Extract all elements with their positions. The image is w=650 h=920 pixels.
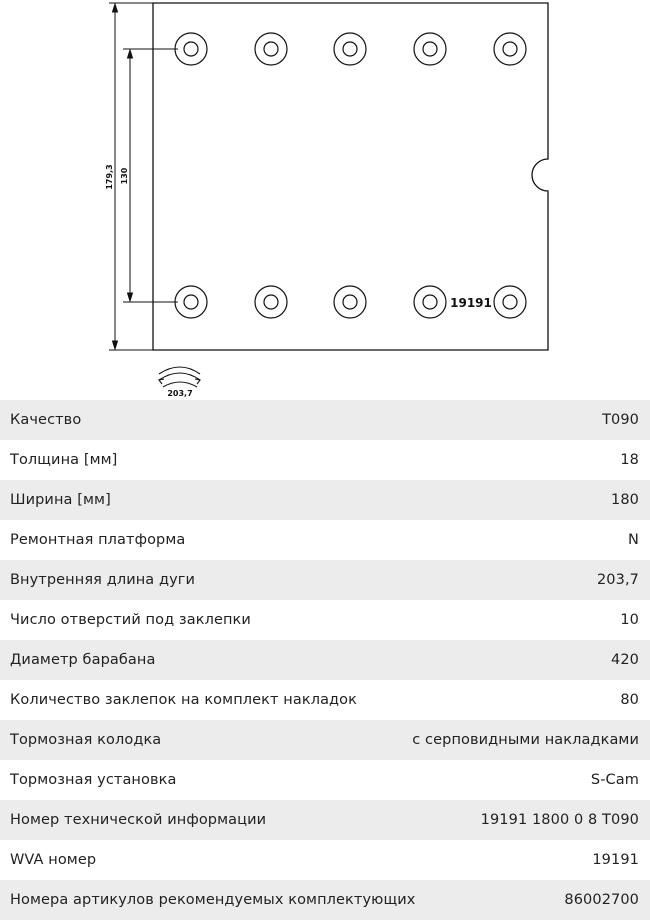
total-height-dimension xyxy=(109,2,153,351)
lining-outline xyxy=(152,2,549,351)
part-marking: 19191 xyxy=(450,296,492,310)
spec-row-width: Ширина [мм] 180 xyxy=(0,480,650,520)
rivet-holes-top-row xyxy=(174,32,527,66)
spec-value: 18 xyxy=(620,452,639,468)
spec-row-rivets-per-set: Количество заклепок на комплект накладок… xyxy=(0,680,650,720)
specification-table: Качество T090 Толщина [мм] 18 Ширина [мм… xyxy=(0,400,650,920)
spec-row-quality: Качество T090 xyxy=(0,400,650,440)
spec-label: WVA номер xyxy=(10,852,97,868)
arc-length-label: 203,7 xyxy=(167,389,192,398)
spec-row-recommended-parts: Номера артикулов рекомендуемых комплекту… xyxy=(0,880,650,920)
spec-row-technical-info-number: Номер технической информации 19191 1800 … xyxy=(0,800,650,840)
spec-label: Ширина [мм] xyxy=(10,492,111,508)
spec-row-repair-platform: Ремонтная платформа N xyxy=(0,520,650,560)
technical-drawing: 179,3 130 19191 xyxy=(0,0,650,400)
spec-row-inner-arc-length: Внутренняя длина дуги 203,7 xyxy=(0,560,650,600)
spec-label: Число отверстий под заклепки xyxy=(10,612,251,628)
spec-value: S-Cam xyxy=(590,772,639,788)
spec-label: Номер технической информации xyxy=(10,812,267,828)
spec-label: Тормозная установка xyxy=(10,772,177,788)
spec-row-brake-shoe: Тормозная колодка с серповидными накладк… xyxy=(0,720,650,760)
spec-label: Ремонтная платформа xyxy=(10,532,186,548)
spec-value: N xyxy=(628,532,639,548)
spec-value: T090 xyxy=(602,412,639,428)
spec-label: Номера артикулов рекомендуемых комплекту… xyxy=(10,892,416,908)
spec-row-drum-diameter: Диаметр барабана 420 xyxy=(0,640,650,680)
total-height-label: 179,3 xyxy=(105,164,114,189)
spec-row-brake-system: Тормозная установка S-Cam xyxy=(0,760,650,800)
rivet-holes-bottom-row xyxy=(174,285,527,319)
hole-spacing-dimension xyxy=(123,48,178,303)
spec-value: 80 xyxy=(620,692,639,708)
brake-lining-drawing: 179,3 130 19191 xyxy=(105,2,549,398)
spec-value: 10 xyxy=(620,612,639,628)
spec-label: Толщина [мм] xyxy=(10,452,118,468)
spec-row-thickness: Толщина [мм] 18 xyxy=(0,440,650,480)
spec-value: 420 xyxy=(611,652,639,668)
spec-label: Диаметр барабана xyxy=(10,652,156,668)
spec-value: 86002700 xyxy=(564,892,639,908)
hole-spacing-label: 130 xyxy=(120,167,129,184)
spec-value: 203,7 xyxy=(596,572,639,588)
spec-row-wva-number: WVA номер 19191 xyxy=(0,840,650,880)
spec-value: с серповидными накладками xyxy=(412,732,639,748)
spec-label: Внутренняя длина дуги xyxy=(10,572,196,588)
spec-value: 19191 xyxy=(592,852,639,868)
spec-label: Количество заклепок на комплект накладок xyxy=(10,692,358,708)
arc-length-icon xyxy=(158,366,201,388)
spec-label: Качество xyxy=(10,412,82,428)
spec-row-rivet-holes: Число отверстий под заклепки 10 xyxy=(0,600,650,640)
spec-value: 19191 1800 0 8 T090 xyxy=(480,812,639,828)
spec-value: 180 xyxy=(611,492,639,508)
spec-label: Тормозная колодка xyxy=(10,732,162,748)
